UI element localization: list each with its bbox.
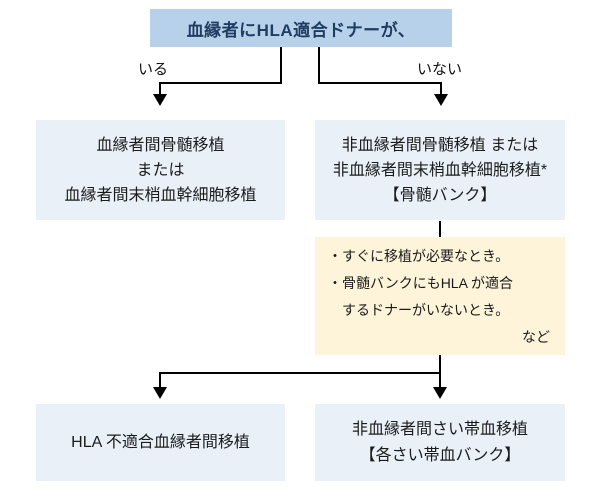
haplo-transplant-box: HLA 不適合血縁者間移植 xyxy=(36,404,285,481)
arrow-haplo-stem xyxy=(159,372,161,388)
unrelated-transplant-box: 非血縁者間骨髄移植 または 非血縁者間末梢血幹細胞移植* 【骨髄バンク】 xyxy=(315,120,565,220)
arrow-no-stem xyxy=(440,82,442,95)
root-question-box: 血縁者にHLA適合ドナーが、 xyxy=(150,9,452,47)
cord-blood-line1: 非血縁者間さい帯血移植 xyxy=(351,420,528,438)
branch-label-no: いない xyxy=(417,61,463,78)
related-transplant-line1: 血縁者間骨髄移植 xyxy=(96,136,225,154)
related-transplant-line3: 血縁者間末梢血幹細胞移植 xyxy=(64,186,257,204)
connector-root-right-vertical xyxy=(318,47,320,83)
note-line1: ・すぐに移植が必要なとき。 xyxy=(328,248,510,264)
connector-root-left-vertical xyxy=(280,47,282,83)
connector-bottom-horizontal xyxy=(159,372,441,374)
arrow-cord-stem xyxy=(439,372,441,388)
related-transplant-line2: または xyxy=(136,161,185,179)
cord-blood-line2: 【各さい帯血バンク】 xyxy=(359,446,521,464)
connector-unrelated-note xyxy=(439,221,441,237)
connector-note-down-vertical xyxy=(439,355,441,373)
cord-blood-box: 非血縁者間さい帯血移植 【各さい帯血バンク】 xyxy=(315,404,565,481)
branch-label-yes: いる xyxy=(138,61,169,78)
arrow-yes-stem xyxy=(159,82,161,95)
note-line2: ・骨髄バンクにもHLA が適合 xyxy=(328,275,514,291)
note-line3: するドナーがいないとき。 xyxy=(328,302,510,318)
arrow-cord-head-icon xyxy=(433,387,447,399)
unrelated-transplant-line3: 【骨髄バンク】 xyxy=(383,186,497,204)
unrelated-transplant-line1: 非血縁者間骨髄移植 または xyxy=(341,136,539,154)
connector-yes-horizontal xyxy=(159,82,282,84)
related-transplant-box: 血縁者間骨髄移植 または 血縁者間末梢血幹細胞移植 xyxy=(36,120,285,220)
note-conditions-box: ・すぐに移植が必要なとき。 ・骨髄バンクにもHLA が適合 するドナーがいないと… xyxy=(315,237,565,355)
arrow-haplo-head-icon xyxy=(153,387,167,399)
arrow-yes-head-icon xyxy=(153,94,167,106)
arrow-no-head-icon xyxy=(434,94,448,106)
haplo-transplant-line1: HLA 不適合血縁者間移植 xyxy=(71,434,250,451)
unrelated-transplant-line2: 非血縁者間末梢血幹細胞移植* xyxy=(332,161,548,179)
root-question-text: 血縁者にHLA適合ドナーが、 xyxy=(186,20,416,40)
connector-no-horizontal xyxy=(318,82,442,84)
note-suffix: など xyxy=(522,329,550,345)
